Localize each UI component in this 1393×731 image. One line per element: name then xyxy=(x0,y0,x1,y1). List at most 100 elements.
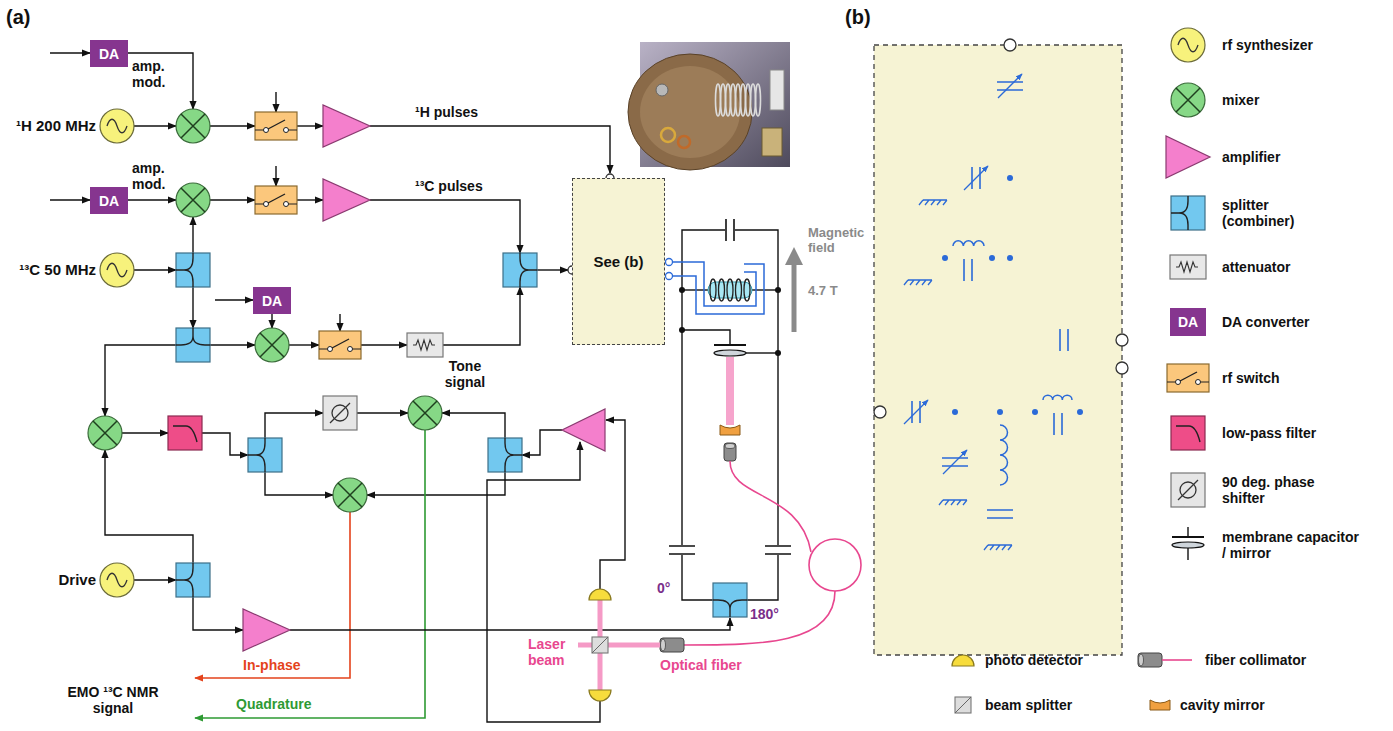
ground-symbol xyxy=(919,200,947,205)
fiber-collimator-symbol xyxy=(724,443,736,461)
optical-fiber xyxy=(730,461,811,552)
legend-text-wrap: membrane capacitor / mirror xyxy=(1222,529,1362,561)
photo-ring xyxy=(678,136,690,148)
synthesizer-label: Drive xyxy=(58,571,96,588)
legend-text: membrane capacitor / mirror xyxy=(1222,529,1359,561)
legend-text: rf switch xyxy=(1222,370,1280,386)
field-arrowhead xyxy=(785,247,803,265)
capacitor-symbol xyxy=(1060,329,1068,351)
amplifier-symbol xyxy=(243,609,290,651)
splitter-box xyxy=(176,253,210,287)
legend-text-wrap: beam splitter xyxy=(985,697,1072,713)
junction-dot xyxy=(952,409,958,415)
wire xyxy=(192,217,193,253)
legend-text: mixer xyxy=(1222,92,1259,108)
switch-contact xyxy=(284,128,289,133)
ground-symbol xyxy=(984,545,1012,550)
wire xyxy=(210,199,255,200)
attenuator-zigzag xyxy=(413,340,435,350)
splitter-symbol xyxy=(488,438,522,472)
phase-slash xyxy=(330,403,350,423)
legend-text-wrap: DA converter xyxy=(1222,314,1309,330)
splitter-path xyxy=(176,328,210,345)
wire xyxy=(537,269,568,270)
wire xyxy=(443,287,520,345)
legend-text-wrap: splitter (combiner) xyxy=(1222,197,1312,229)
mixer-symbol xyxy=(1171,83,1205,117)
wire xyxy=(487,442,600,722)
rf-synthesizer xyxy=(100,109,134,143)
splitter-path xyxy=(248,438,265,472)
mixer-symbol xyxy=(408,396,442,430)
sine-wave xyxy=(1178,38,1198,52)
splitter-path xyxy=(520,253,537,287)
attenuator-symbol xyxy=(1170,255,1206,279)
optics-label: Laser beam xyxy=(528,636,565,668)
low-pass-filter-symbol xyxy=(168,416,202,450)
splitter-box xyxy=(503,253,537,287)
output-label-wrap: Quadrature xyxy=(236,696,311,712)
synthesizer-label: ¹³C 50 MHz xyxy=(19,261,96,278)
amplifier-symbol xyxy=(323,105,370,147)
switch-contact xyxy=(348,347,353,352)
legend-text: fiber collimator xyxy=(1205,652,1306,668)
rf-synthesizer xyxy=(1171,28,1205,62)
legend-text-wrap: mixer xyxy=(1222,92,1259,108)
pickup-coil xyxy=(673,264,764,314)
sine-wave xyxy=(107,573,127,587)
node-text: DA xyxy=(262,293,282,309)
splitter-box xyxy=(176,328,210,362)
sine-wave xyxy=(107,263,127,277)
ground-symbol xyxy=(939,500,967,505)
junction-dot xyxy=(989,255,995,261)
capacitor-lead xyxy=(1187,548,1188,560)
wire xyxy=(105,450,193,563)
mixer-symbol xyxy=(176,183,210,217)
cavity-mirror-symbol xyxy=(1150,700,1170,710)
terminal-circle xyxy=(666,259,673,266)
wire xyxy=(210,344,255,345)
junction-dot xyxy=(1032,409,1038,415)
sample-coil-turn xyxy=(727,279,733,301)
output-label-wrap: In-phase xyxy=(243,657,301,673)
mixer-cross xyxy=(93,421,117,445)
collimator-lens xyxy=(661,639,666,651)
output-label: Quadrature xyxy=(236,696,311,712)
mixer-symbol xyxy=(333,478,367,512)
legend-text: 90 deg. phase shifter xyxy=(1222,474,1315,506)
splitter-box xyxy=(248,438,282,472)
photo-detector-symbol xyxy=(589,690,611,701)
switch-lead xyxy=(255,129,297,130)
terminal-circle xyxy=(1116,334,1128,346)
terminal-circle xyxy=(1004,39,1016,51)
terminal-circle xyxy=(874,406,886,418)
legend-text-wrap: attenuator xyxy=(1222,259,1290,275)
wire xyxy=(134,579,176,580)
signal-label: ¹³C pulses xyxy=(415,178,483,194)
splitter-path xyxy=(1171,196,1188,230)
ground-symbol xyxy=(904,280,932,285)
mixer-cross xyxy=(1176,88,1200,112)
field-label-wrap: Magnetic field xyxy=(808,226,866,256)
terminal-circle xyxy=(666,273,673,280)
capacitor-symbol xyxy=(1054,413,1062,435)
synthesizer-label-wrap: Drive xyxy=(0,571,96,588)
low-pass-filter-symbol xyxy=(1171,416,1205,450)
mixer-cross xyxy=(181,114,205,138)
quadrature-line xyxy=(195,430,425,718)
rf-synthesizer xyxy=(100,563,134,597)
mixer-cross xyxy=(338,483,362,507)
wire xyxy=(339,314,340,331)
modulation-label: amp. mod. xyxy=(132,58,165,90)
field-value: 4.7 T xyxy=(808,283,838,298)
filter-curve xyxy=(1176,426,1200,442)
attenuator-symbol xyxy=(407,333,443,357)
photo-detector-symbol xyxy=(589,589,611,600)
variable-arrow xyxy=(943,450,967,474)
synthesizer-label-wrap: ¹H 200 MHz xyxy=(0,117,96,134)
pickup-coil xyxy=(673,262,756,306)
junction-dot xyxy=(1077,409,1083,415)
splitter-symbol xyxy=(248,438,282,472)
